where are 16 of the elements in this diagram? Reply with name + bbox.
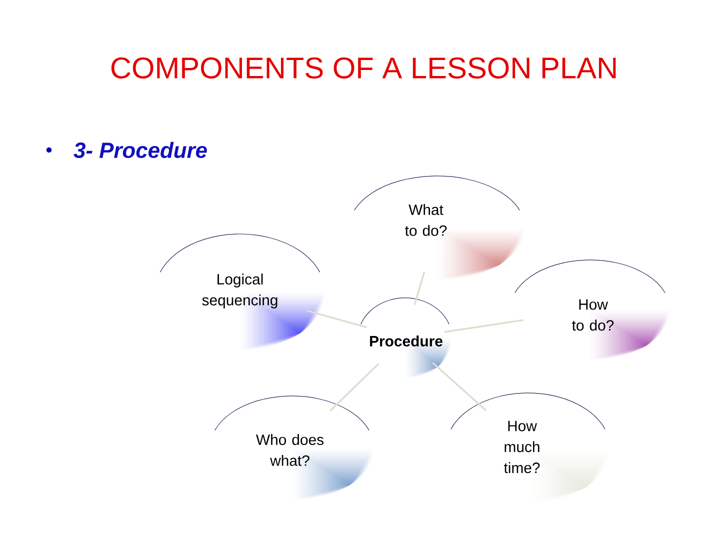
node-label: Logical sequencing <box>202 274 278 308</box>
node-label: Procedure <box>370 336 442 346</box>
node-label: What to do? <box>405 204 447 236</box>
connector-line <box>414 271 426 306</box>
connector-line <box>330 363 380 412</box>
connector-line <box>444 319 524 333</box>
node-label: Who does what? <box>256 434 324 466</box>
title: COMPONENTS OF A LESSON PLAN <box>111 57 616 79</box>
topic-bubble: Who does what? <box>214 396 374 500</box>
node-label: How <box>579 299 608 310</box>
topic-bubble: Logical sequencing <box>160 234 325 350</box>
subheading: 3- Procedure <box>74 142 207 158</box>
connector-line <box>432 362 487 412</box>
connector-line <box>306 310 368 328</box>
topic-bubble: How much time? <box>450 392 610 503</box>
center-bubble: Procedure <box>360 298 452 378</box>
